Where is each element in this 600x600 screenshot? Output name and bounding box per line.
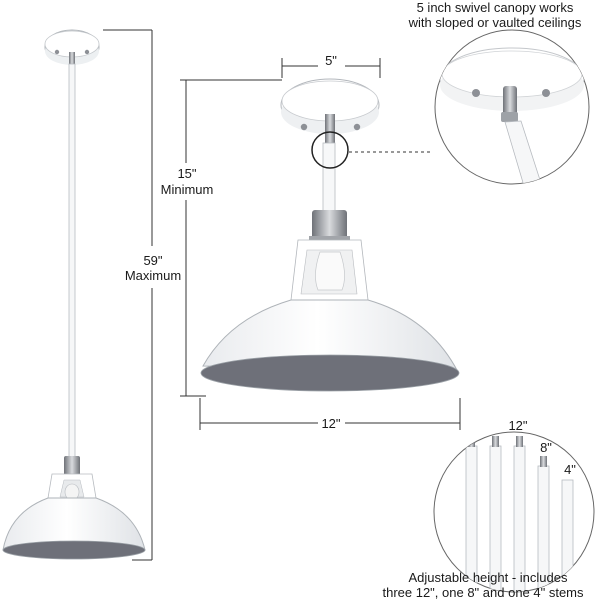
min-height-value: 15" (177, 166, 197, 181)
canopy-note-line-1: 5 inch swivel canopy works (416, 0, 574, 15)
shade-width-label: 12" (321, 416, 341, 431)
max-height-value: 59" (143, 253, 163, 268)
canopy-detail (434, 29, 590, 185)
dimension-lines (103, 29, 461, 561)
canopy-width-label: 5" (325, 53, 337, 68)
stems-note-line-1: Adjustable height - includes (408, 570, 568, 585)
stem-12-label: 12" (508, 418, 528, 433)
max-height-label: Maximum (124, 268, 182, 283)
small-pendant (2, 29, 146, 560)
min-height-label: Minimum (160, 182, 214, 197)
canopy-note-line-2: with sloped or vaulted ceilings (408, 15, 582, 30)
stem-8-label: 8" (540, 440, 552, 455)
stems-note-line-2: three 12", one 8" and one 4" stems (382, 585, 584, 600)
large-pendant (200, 78, 460, 392)
stem-4-label: 4" (564, 462, 576, 477)
stems-detail (433, 431, 595, 593)
